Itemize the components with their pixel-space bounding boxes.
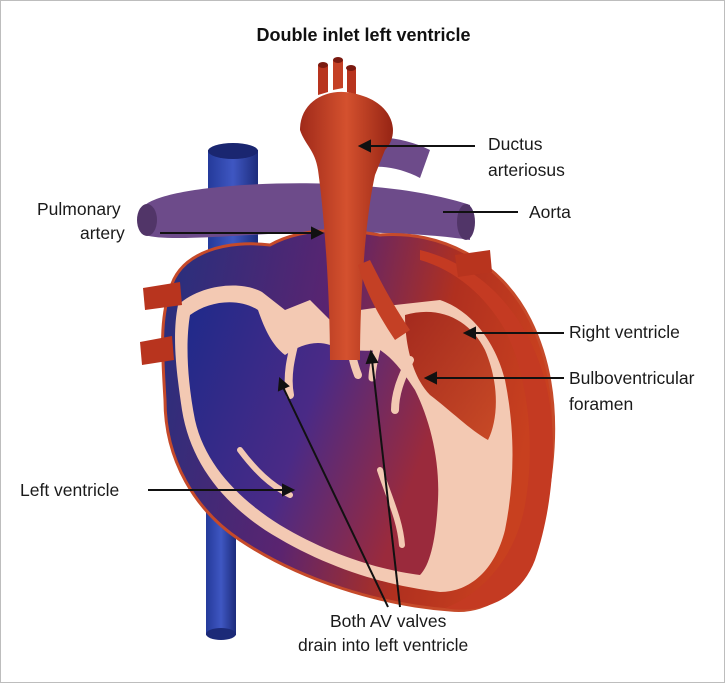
label-pulmonary-line1: Pulmonary xyxy=(37,198,121,220)
label-av-line2: drain into left ventricle xyxy=(298,634,468,656)
label-right-ventricle: Right ventricle xyxy=(569,321,680,343)
label-left-ventricle: Left ventricle xyxy=(20,479,119,501)
label-aorta: Aorta xyxy=(529,201,571,223)
label-bulbo-line2: foramen xyxy=(569,393,633,415)
pulmonary-artery xyxy=(137,137,475,240)
label-av-line1: Both AV valves xyxy=(330,610,446,632)
label-bulbo-line1: Bulboventricular xyxy=(569,367,694,389)
label-ductus-line1: Ductus xyxy=(488,133,542,155)
label-ductus-line2: arteriosus xyxy=(488,159,565,181)
label-pulmonary-line2: artery xyxy=(80,222,125,244)
